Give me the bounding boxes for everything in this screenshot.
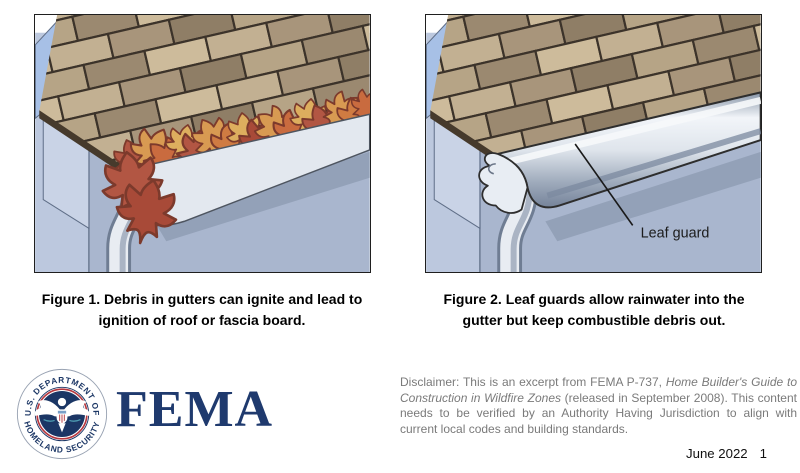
guard-shade (546, 128, 761, 199)
figure2-panel: Leaf guard (425, 14, 762, 273)
disclaimer-title-italic: Home Builder's Guide to Construction in … (400, 375, 798, 405)
figure2-illustration: Leaf guard (426, 15, 761, 272)
page-footer: June 2022 1 (686, 446, 767, 461)
dhs-seal-icon: U.S. DEPARTMENT OF HOMELAND SECURITY (16, 368, 108, 460)
figure1-illustration (35, 15, 370, 272)
guard-highlight (506, 96, 761, 166)
figure1-caption-line2: ignition of roof or fascia board. (98, 312, 306, 328)
end-cap-curl (488, 163, 496, 175)
disclaimer-suffix: (released in September 2008). This conte… (400, 390, 797, 436)
fema-wordmark: FEMA (116, 381, 274, 438)
footer-page-number: 1 (759, 446, 767, 461)
leaf-guard-label: Leaf guard (641, 225, 710, 241)
leaf-guard-leader-line (574, 143, 634, 226)
figure1-panel (34, 14, 371, 273)
disclaimer-prefix: Disclaimer: This is an excerpt from FEMA… (400, 375, 666, 389)
figure2-caption-line1: Figure 2. Leaf guards allow rainwater in… (443, 291, 745, 307)
figure2-caption-line2: gutter but keep combustible debris out. (462, 312, 726, 328)
figure2-caption: Figure 2. Leaf guards allow rainwater in… (409, 289, 779, 331)
disclaimer-text: Disclaimer: This is an excerpt from FEMA… (400, 375, 797, 437)
agency-logo: U.S. DEPARTMENT OF HOMELAND SECURITY (16, 368, 108, 465)
figure1-caption: Figure 1. Debris in gutters can ignite a… (17, 289, 387, 331)
figure1-caption-line1: Figure 1. Debris in gutters can ignite a… (41, 291, 363, 307)
guard-end-cap (478, 152, 529, 214)
footer-date: June 2022 (686, 446, 748, 461)
